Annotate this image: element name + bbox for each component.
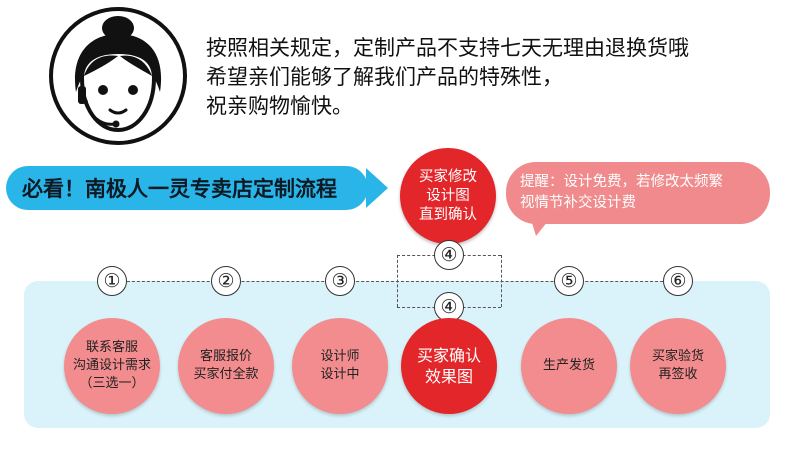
step-2-line-2: 买家付全款: [193, 367, 259, 382]
revision-badge: 买家修改 设计图 直到确认: [400, 148, 496, 244]
step-6-line-1: 买家验货: [651, 349, 704, 364]
process-title: 必看！南极人一灵专卖店定制流程: [6, 166, 368, 210]
step-number-3: ③: [325, 266, 355, 296]
title-arrow-icon: [366, 168, 388, 208]
revision-badge-line-3: 直到确认: [419, 206, 477, 223]
step-inspect-sign: 买家验货 再签收: [630, 318, 726, 414]
step-1-line-1: 联系客服: [85, 340, 138, 355]
step-4-line-2: 效果图: [424, 367, 473, 386]
tip-line-2: 视情节补交设计费: [520, 195, 636, 211]
loop-connector-left: [397, 255, 398, 307]
step-3-line-1: 设计师: [320, 349, 360, 364]
step-3-line-2: 设计中: [320, 367, 360, 382]
step-number-5: ⑤: [554, 266, 584, 296]
step-designing: 设计师 设计中: [292, 318, 388, 414]
loop-connector-right: [501, 255, 502, 307]
notice-text: 按照相关规定，定制产品不支持七天无理由退换货哦 希望亲们能够了解我们产品的特殊性…: [206, 34, 776, 121]
step-quote-payment: 客服报价 买家付全款: [178, 318, 274, 414]
customer-service-avatar-icon: [49, 7, 187, 145]
notice-line-2: 希望亲们能够了解我们产品的特殊性，: [206, 65, 563, 89]
step-2-line-1: 客服报价: [199, 349, 252, 364]
step-5-line-1: 生产发货: [542, 358, 595, 373]
step-6-line-2: 再签收: [658, 367, 698, 382]
step-1-line-3: （三选一）: [79, 376, 145, 391]
revision-badge-line-1: 买家修改: [419, 168, 477, 185]
step-number-2: ②: [211, 266, 241, 296]
step-4-line-1: 买家确认: [416, 346, 481, 365]
step-number-4-revision: ④: [434, 240, 464, 270]
step-connector-line: [112, 281, 678, 282]
revision-badge-line-2: 设计图: [426, 187, 470, 204]
notice-line-1: 按照相关规定，定制产品不支持七天无理由退换货哦: [206, 36, 689, 60]
step-1-line-2: 沟通设计需求: [72, 358, 151, 373]
step-number-6: ⑥: [663, 266, 693, 296]
notice-line-3: 祝亲购物愉快。: [206, 94, 353, 118]
step-contact-service: 联系客服 沟通设计需求 （三选一）: [64, 318, 160, 414]
tip-bubble: 提醒：设计免费，若修改太频繁 视情节补交设计费: [506, 162, 770, 224]
step-confirm-design: 买家确认 效果图: [401, 318, 497, 414]
step-number-1: ①: [97, 266, 127, 296]
step-production-shipping: 生产发货: [521, 318, 617, 414]
tip-line-1: 提醒：设计免费，若修改太频繁: [520, 174, 723, 190]
